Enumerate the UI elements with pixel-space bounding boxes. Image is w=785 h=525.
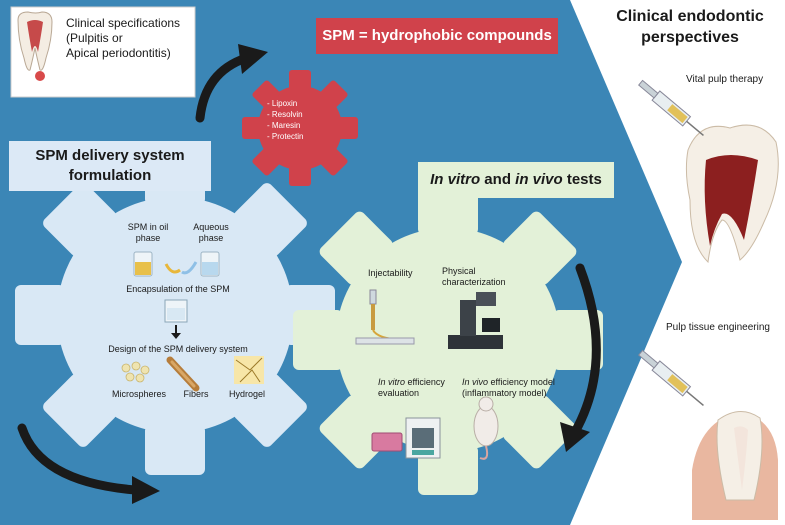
aqueous-phase-line2: phase <box>198 233 224 243</box>
tests-title-end: tests <box>562 171 602 188</box>
oil-phase-label: SPM in oil phase <box>122 222 174 244</box>
arrowhead-bottom <box>132 476 160 504</box>
tests-title: In vitro and in vivo tests <box>418 162 614 198</box>
clinical-spec-line1: Clinical specifications <box>66 16 181 30</box>
arrow-right <box>570 263 601 437</box>
tests-title-invivo: in vivo <box>515 171 563 188</box>
spm-list-item-maresin: - Maresin <box>267 121 301 130</box>
invivo-italic: In vivo <box>462 377 489 387</box>
encapsulation-icon <box>164 299 188 339</box>
beaker-icon <box>133 251 220 277</box>
injectability-label: Injectability <box>368 268 413 278</box>
tooth-syringe-icon-vital <box>638 79 779 264</box>
invivo-efficiency-label: In vivo efficiency model (inflammatory m… <box>462 377 572 399</box>
spm-list-item-protectin: - Protectin <box>267 132 304 141</box>
tooth-pulpitis-icon <box>10 6 196 98</box>
aqueous-phase-label: Aqueous phase <box>188 222 234 244</box>
oil-phase-line1: SPM in oil <box>127 222 169 232</box>
well-plate-icon <box>371 432 403 452</box>
microscope-icon <box>448 292 503 349</box>
physical-characterization-label: Physical characterization <box>442 266 522 288</box>
arrows <box>17 53 601 495</box>
tooth-syringe-icon-engineering <box>638 349 778 520</box>
spm-header-text: SPM = hydrophobic compounds <box>322 27 552 44</box>
arrowheads <box>132 44 590 504</box>
spm-list-item-lipoxin: - Lipoxin <box>267 99 298 108</box>
delivery-title-line2: formulation <box>68 167 152 184</box>
physical-line1: Physical <box>442 266 476 276</box>
invivo-rest: efficiency model <box>488 377 555 387</box>
invitro-line2: evaluation <box>378 388 420 398</box>
clinical-spec-line3: Apical periodontitis) <box>66 46 171 60</box>
arrowhead-right <box>560 422 590 452</box>
hydrogel-label: Hydrogel <box>228 389 266 399</box>
arrow-bottom-left <box>17 423 140 495</box>
invivo-line2: (inflammatory model) <box>462 388 547 398</box>
red-gear <box>242 70 358 186</box>
vital-pulp-label: Vital pulp therapy <box>686 74 764 85</box>
aqueous-phase-line1: Aqueous <box>193 222 229 232</box>
invitro-efficiency-label: In vitro efficiency evaluation <box>378 377 458 399</box>
arrowhead-top <box>238 44 268 74</box>
perspectives-title-line1: Clinical endodontic <box>616 8 764 25</box>
clinical-spec-text: Clinical specifications (Pulpitis or Api… <box>66 16 180 61</box>
tests-title-box: In vitro and in vivo tests <box>418 162 614 198</box>
invitro-italic: In vitro <box>378 377 406 387</box>
encapsulation-label: Encapsulation of the SPM <box>126 284 230 294</box>
hydrogel-icon <box>234 356 264 384</box>
perspectives-title: Clinical endodontic perspectives <box>598 6 782 48</box>
clinical-spec-line2: (Pulpitis or <box>66 31 123 45</box>
physical-line2: characterization <box>442 277 506 287</box>
perspectives-title-line2: perspectives <box>641 29 739 46</box>
delivery-title-line1: SPM delivery system <box>35 147 185 164</box>
fibers-icon <box>166 356 200 392</box>
fibers-label: Fibers <box>183 389 209 399</box>
invitro-rest: efficiency <box>405 377 445 387</box>
spm-header-box: SPM = hydrophobic compounds <box>316 18 558 54</box>
arrow-top-left <box>195 53 251 123</box>
design-label: Design of the SPM delivery system <box>108 344 248 354</box>
tests-title-and: and <box>480 171 516 188</box>
microspheres-label: Microspheres <box>111 389 167 399</box>
delivery-title-box: SPM delivery system formulation <box>9 141 211 191</box>
spm-list: - Lipoxin - Resolvin - Maresin - Protect… <box>267 98 303 142</box>
tests-title-invitro: In vitro <box>430 171 481 188</box>
incubator-icon <box>405 417 441 459</box>
syringe-icon <box>355 289 415 345</box>
pulp-engineering-label: Pulp tissue engineering <box>666 322 770 333</box>
rat-icon <box>473 396 499 460</box>
spm-list-item-resolvin: - Resolvin <box>267 110 303 119</box>
oil-phase-line2: phase <box>135 233 161 243</box>
microspheres-icon <box>121 361 150 383</box>
